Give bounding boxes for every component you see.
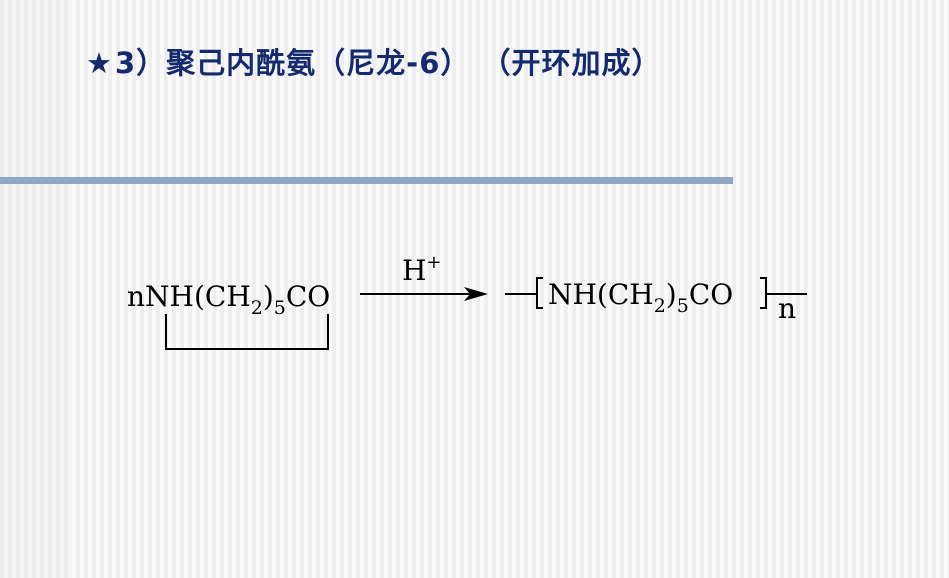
reactant-coefficient: n (127, 280, 145, 313)
product-subscript-1: 2 (654, 295, 666, 317)
reactant-part-3: CO (286, 280, 330, 313)
slide-title-text: 3）聚己内酰氨（尼龙-6） （开环加成） (115, 46, 662, 80)
product-bracket-left (536, 277, 543, 309)
product-bracket-right (760, 277, 767, 309)
slide-title: ★3）聚己内酰氨（尼龙-6） （开环加成） (86, 40, 662, 82)
reactant-part-2: ) (263, 280, 274, 313)
reactant-formula: nNH(CH2)5CO (127, 280, 330, 319)
product-part-2: ) (666, 278, 677, 311)
reactant-part-1: NH(CH (145, 280, 251, 313)
product-part-1: NH(CH (548, 278, 654, 311)
catalyst-label: H+ (402, 252, 442, 287)
reactant-subscript-1: 2 (251, 297, 263, 319)
divider-line (0, 177, 733, 184)
ring-bracket (165, 314, 329, 350)
reaction-arrow-head (464, 287, 488, 301)
reactant-subscript-2: 5 (274, 297, 286, 319)
catalyst-base: H (402, 254, 426, 287)
background-stripe-band (0, 0, 72, 578)
product-part-3: CO (689, 278, 733, 311)
repeat-count: n (778, 292, 796, 325)
product-formula: NH(CH2)5CO (548, 278, 733, 317)
product-subscript-2: 5 (677, 295, 689, 317)
catalyst-superscript: + (426, 252, 441, 273)
star-icon: ★ (86, 46, 113, 80)
